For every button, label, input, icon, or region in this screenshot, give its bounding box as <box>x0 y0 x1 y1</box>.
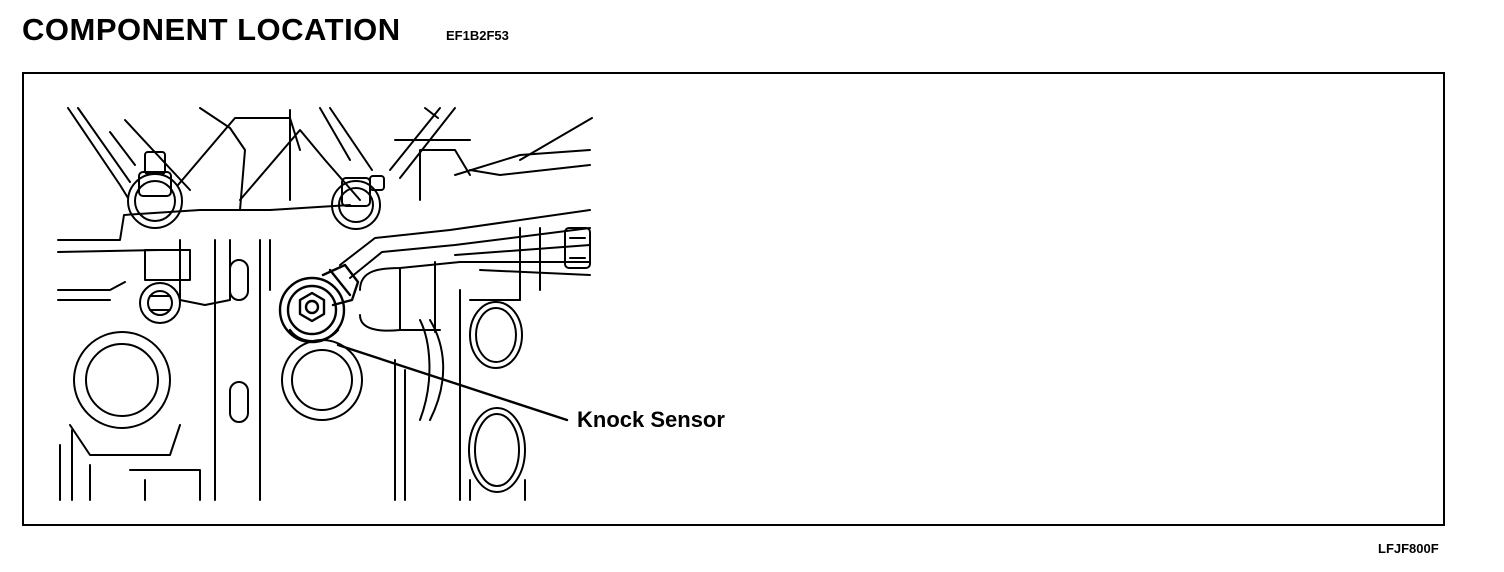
harness-pipe <box>339 209 591 333</box>
knock-sensor-label: Knock Sensor <box>577 407 725 432</box>
figure-id: LFJF800F <box>1378 541 1439 556</box>
document-code: EF1B2F53 <box>446 28 509 43</box>
right-ports <box>419 299 526 501</box>
large-ports <box>59 331 363 501</box>
knock-sensor-body <box>278 263 360 344</box>
upper-studs-and-brackets <box>67 107 593 211</box>
page-title: COMPONENT LOCATION <box>22 12 401 47</box>
left-bolt-boss <box>139 282 181 324</box>
figure-frame <box>22 72 1445 526</box>
cylinder-head-outline <box>57 204 461 501</box>
knock-sensor-leader-line <box>336 343 569 422</box>
bolt-studs <box>127 151 385 230</box>
